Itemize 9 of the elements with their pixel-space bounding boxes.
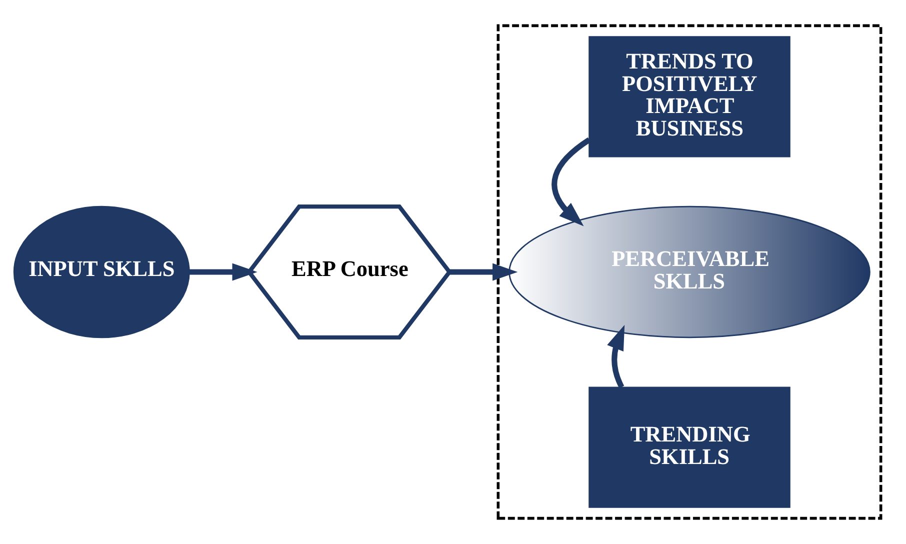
arrow [552, 137, 591, 226]
node-box: TRENDS TO POSITIVELY IMPACT BUSINESS [588, 36, 790, 158]
cluster [496, 24, 882, 520]
node-ellipse: INPUT SKLLS [13, 206, 190, 338]
arrow [189, 263, 258, 281]
node-box: TRENDING SKILLS [588, 386, 790, 508]
arrow [607, 324, 625, 388]
arrow [450, 263, 518, 281]
node-ellipse: PERCEIVABLE SKLLS [508, 206, 870, 338]
